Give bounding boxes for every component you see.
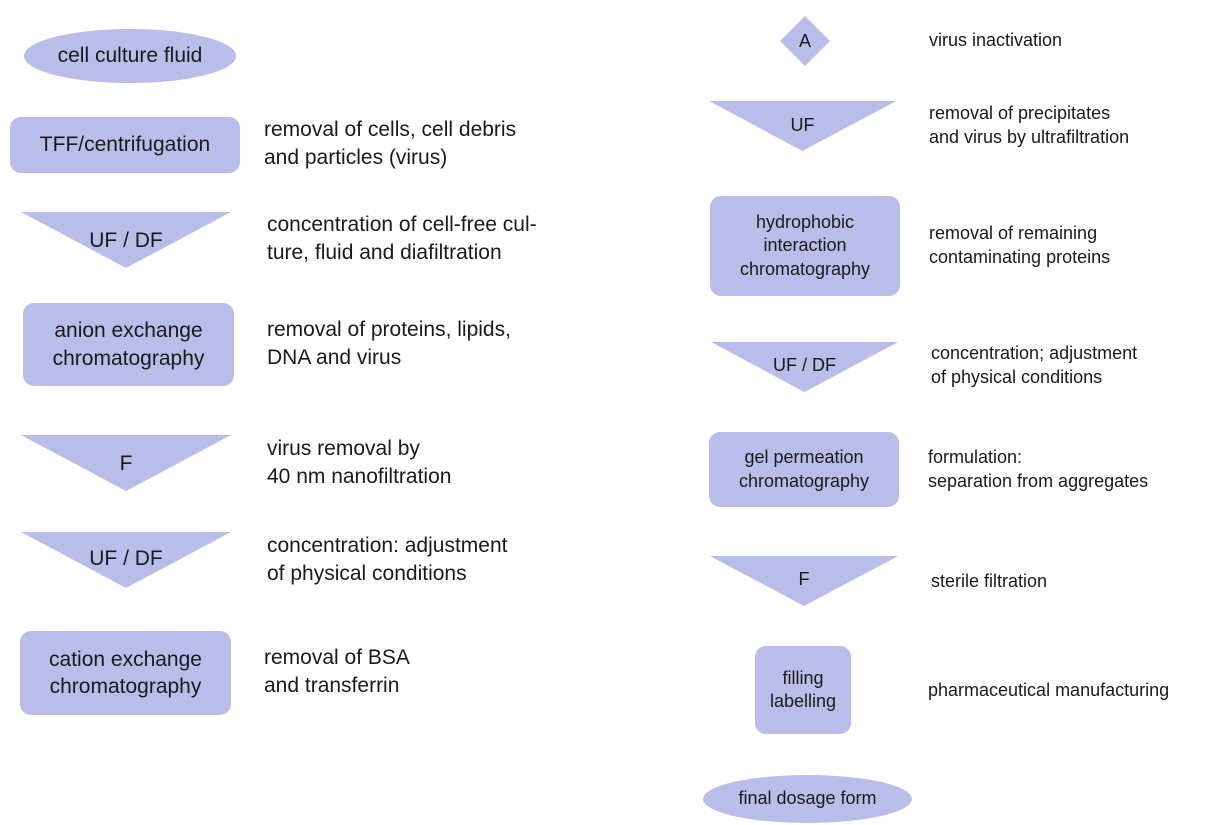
desc-nanofiltration: virus removal by 40 nm nanofiltration	[267, 437, 452, 489]
desc-uf-df-3: concentration; adjustment of physical co…	[931, 343, 1138, 388]
start-node-cell-culture-fluid: cell culture fluid	[24, 29, 236, 83]
desc-uf-df-2: concentration: adjustment of physical co…	[267, 534, 508, 586]
step-uf-df-3-label: UF / DF	[773, 355, 836, 375]
desc-hydrophobic-interaction: removal of remaining contaminating prote…	[929, 223, 1111, 268]
desc-anion-exchange: removal of proteins, lipids, DNA and vir…	[267, 318, 511, 370]
step-cation-exchange-chromatography: cation exchange chromatography	[20, 631, 231, 715]
step-filling-labelling: filling labelling	[755, 646, 851, 734]
step-ultrafiltration-uf-label: UF	[790, 115, 815, 135]
step-sterile-filtration-f-label: F	[798, 569, 810, 589]
step-anion-exchange-chromatography: anion exchange chromatography	[23, 303, 234, 386]
desc-tff-centrifugation: removal of cells, cell debris and partic…	[264, 118, 517, 170]
desc-uf-df-1: concentration of cell-free cul- ture, fl…	[267, 213, 537, 265]
step-uf-df-2-label: UF / DF	[89, 547, 163, 570]
step-uf-df-1-label: UF / DF	[89, 229, 163, 252]
end-node-final-dosage-form: final dosage form	[703, 775, 912, 823]
step-gel-permeation-chromatography: gel permeation chromatography	[709, 432, 899, 507]
desc-cation-exchange: removal of BSA and transferrin	[264, 646, 410, 698]
step-virus-inactivation-a-label: A	[798, 30, 811, 51]
step-virus-inactivation-a: A	[780, 16, 830, 66]
step-uf-df-3: UF / DF	[711, 342, 898, 392]
step-ultrafiltration-uf: UF	[709, 101, 896, 151]
desc-gel-permeation: formulation: separation from aggregates	[928, 447, 1149, 492]
desc-ultrafiltration: removal of precipitates and virus by ult…	[929, 103, 1130, 148]
step-sterile-filtration-f: F	[710, 556, 898, 606]
step-uf-df-1: UF / DF	[21, 212, 231, 268]
step-nanofiltration-f: F	[21, 435, 231, 491]
step-uf-df-2: UF / DF	[21, 532, 231, 588]
step-tff-centrifugation: TFF/centrifugation	[10, 117, 240, 173]
desc-filling-labelling: pharmaceutical manufacturing	[928, 680, 1170, 700]
desc-virus-inactivation: virus inactivation	[929, 30, 1063, 50]
step-hydrophobic-interaction-chromatography: hydrophobic interaction chromatography	[710, 196, 900, 296]
desc-sterile-filtration: sterile filtration	[931, 571, 1048, 591]
step-nanofiltration-f-label: F	[119, 452, 133, 475]
